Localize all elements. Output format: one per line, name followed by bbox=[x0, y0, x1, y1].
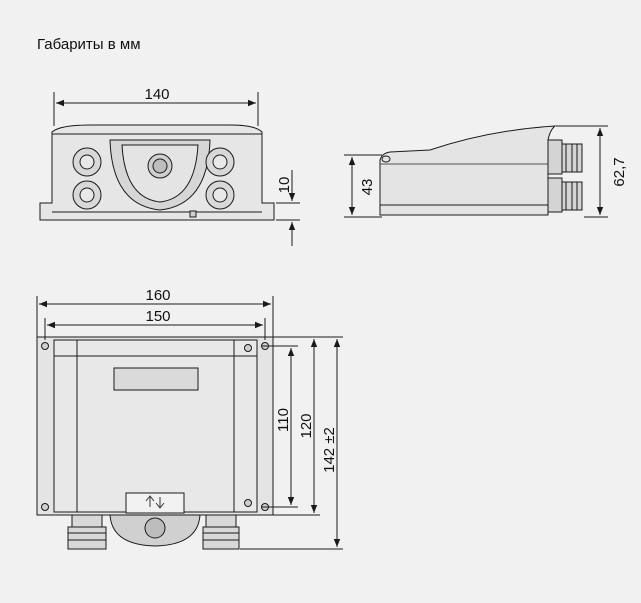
corner-screw bbox=[41, 342, 269, 511]
dim-side-total-height-label: 62,7 bbox=[611, 157, 628, 186]
bottom-gland bbox=[67, 514, 240, 550]
page-title: Габариты в мм bbox=[37, 36, 141, 53]
label-plate bbox=[113, 367, 199, 391]
front-view bbox=[39, 124, 275, 221]
dim-foot-height-label: 10 bbox=[276, 177, 293, 194]
dim-front-width bbox=[53, 92, 259, 126]
cable-gland bbox=[72, 147, 235, 210]
side-view bbox=[379, 125, 583, 216]
side-gland bbox=[547, 139, 583, 213]
dim-foot-height bbox=[276, 170, 300, 246]
arrow-plate bbox=[125, 492, 185, 514]
dim-top-inner-height bbox=[262, 345, 298, 508]
dim-top-total-height-label: 142 ±2 bbox=[321, 427, 338, 473]
dim-top-inner-width-label: 150 bbox=[145, 308, 170, 325]
side-body bbox=[379, 125, 557, 216]
top-view bbox=[36, 336, 274, 550]
dim-front-width-label: 140 bbox=[144, 86, 169, 103]
dim-side-body-height-label: 43 bbox=[359, 179, 376, 196]
dim-top-inner-height-label: 110 bbox=[275, 408, 292, 432]
dim-top-outer-width-label: 160 bbox=[145, 287, 170, 304]
dim-top-inner-width bbox=[44, 318, 266, 340]
dim-side-body-height bbox=[344, 154, 382, 218]
dim-top-mid-height-label: 120 bbox=[298, 413, 315, 438]
dim-top-outer-width bbox=[36, 296, 274, 337]
dim-top-total-height bbox=[240, 336, 343, 550]
dim-side-total-height bbox=[556, 125, 608, 218]
updown-arrow-icon bbox=[145, 495, 165, 509]
